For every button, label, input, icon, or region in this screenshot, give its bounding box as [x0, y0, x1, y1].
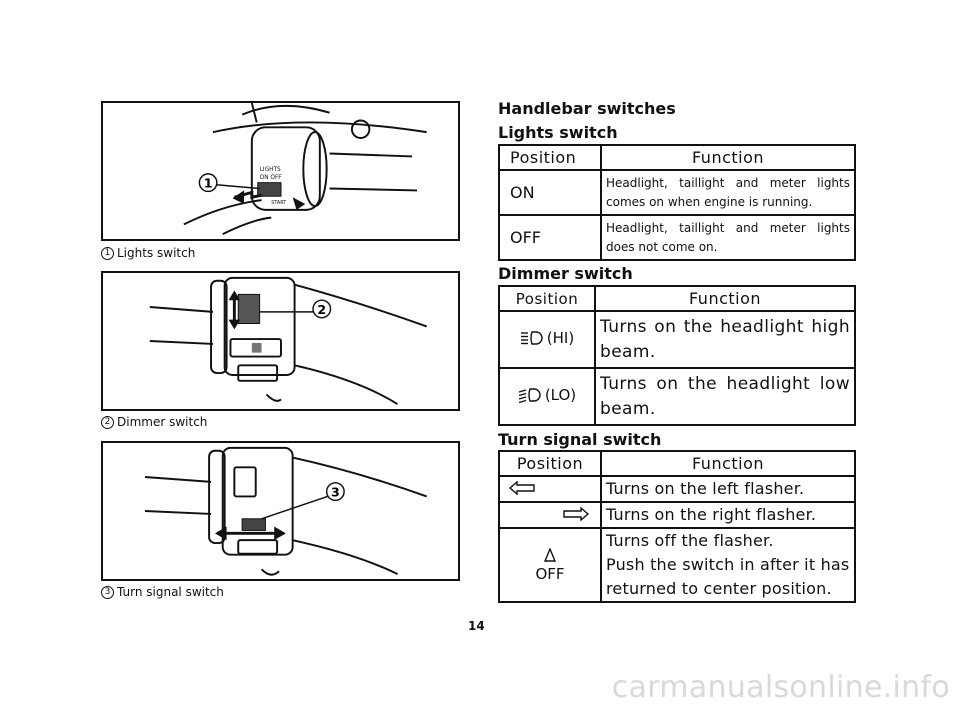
position-cell: (LO) — [498, 367, 596, 426]
function-cell: Turns off the flasher. Push the switch i… — [600, 527, 856, 603]
right-arrow-icon — [563, 505, 590, 522]
right-arrow-icon — [292, 197, 306, 210]
function-line: Push the switch in after it has returned… — [606, 555, 850, 598]
caption-label: Turn signal switch — [117, 585, 224, 599]
dimmer-switch-table: Position Function (HI) Turns on the head… — [498, 285, 856, 426]
position-label: (LO) — [544, 386, 577, 404]
position-cell: OFF — [498, 214, 602, 261]
lights-switch-figure: LIGHTS ON OFF START 1 — [101, 101, 460, 241]
left-arrow-icon — [232, 190, 245, 205]
position-cell: OFF — [498, 527, 602, 603]
function-cell: Turns on the headlight low beam. — [594, 367, 856, 426]
push-icon — [543, 547, 557, 562]
right-arrow-icon — [274, 526, 286, 541]
table-row: ON Headlight, taillight and meter lights… — [498, 169, 856, 216]
switch-label-start: START — [271, 200, 286, 206]
callout-number: 3 — [331, 484, 340, 499]
table-header: Position Function — [498, 450, 856, 477]
position-label: (HI) — [546, 329, 575, 347]
table-row: Turns on the right flasher. — [498, 501, 856, 529]
high-beam-icon — [520, 331, 543, 345]
function-line: Turns off the flasher. — [606, 531, 774, 550]
lights-switch-table: Position Function ON Headlight, tailligh… — [498, 144, 856, 261]
down-arrow-icon — [228, 319, 241, 330]
table-row: (HI) Turns on the headlight high beam. — [498, 310, 856, 369]
switch-label-onoff: ON OFF — [260, 175, 282, 181]
function-header: Function — [600, 450, 856, 477]
table-row: OFF Headlight, taillight and meter light… — [498, 214, 856, 261]
function-cell: Turns on the left flasher. — [600, 475, 856, 503]
caption-number: 1 — [101, 246, 114, 260]
dimmer-switch-title: Dimmer switch — [498, 264, 633, 283]
lights-switch-illustration: LIGHTS ON OFF START 1 — [183, 103, 427, 236]
section-heading: Handlebar switches — [498, 99, 676, 118]
up-arrow-icon — [228, 290, 241, 301]
left-arrow-icon — [214, 526, 227, 541]
switch-label-lights: LIGHTS — [260, 167, 281, 173]
page-number: 14 — [468, 619, 485, 633]
function-cell: Headlight, taillight and meter lights do… — [600, 214, 856, 261]
watermark: carmanualsonline.info — [611, 670, 950, 705]
position-cell — [498, 501, 602, 529]
lights-switch-title: Lights switch — [498, 123, 618, 142]
table-row: (LO) Turns on the headlight low beam. — [498, 367, 856, 426]
turn-signal-illustration: 3 — [144, 446, 428, 576]
turn-signal-title: Turn signal switch — [498, 430, 662, 449]
caption-number: 2 — [101, 415, 114, 429]
function-cell: Turns on the headlight high beam. — [594, 310, 856, 369]
dimmer-switch-figure: 2 — [101, 271, 460, 411]
function-header: Function — [600, 144, 856, 171]
position-cell: ON — [498, 169, 602, 216]
figure-caption: 3 Turn signal switch — [101, 585, 224, 599]
turn-signal-switch-figure: 3 — [101, 441, 460, 581]
caption-label: Lights switch — [117, 246, 196, 260]
table-header: Position Function — [498, 144, 856, 171]
table-row: OFF Turns off the flasher. Push the swit… — [498, 527, 856, 603]
low-beam-icon — [518, 388, 541, 403]
position-cell — [498, 475, 602, 503]
function-cell: Headlight, taillight and meter lights co… — [600, 169, 856, 216]
figure-caption: 2 Dimmer switch — [101, 415, 207, 429]
callout-number: 1 — [204, 176, 213, 191]
position-header: Position — [498, 144, 602, 171]
function-header: Function — [594, 285, 856, 312]
position-header: Position — [498, 285, 596, 312]
dimmer-switch-illustration: 2 — [149, 276, 428, 405]
function-cell: Turns on the right flasher. — [600, 501, 856, 529]
caption-label: Dimmer switch — [117, 415, 208, 429]
table-header: Position Function — [498, 285, 856, 312]
position-label: OFF — [535, 564, 565, 583]
position-cell: (HI) — [498, 310, 596, 369]
figure-caption: 1 Lights switch — [101, 246, 195, 260]
callout-number: 2 — [317, 302, 326, 317]
position-header: Position — [498, 450, 602, 477]
left-arrow-icon — [508, 479, 535, 496]
turn-signal-table: Position Function Turns on the left flas… — [498, 450, 856, 603]
table-row: Turns on the left flasher. — [498, 475, 856, 503]
caption-number: 3 — [101, 585, 114, 599]
